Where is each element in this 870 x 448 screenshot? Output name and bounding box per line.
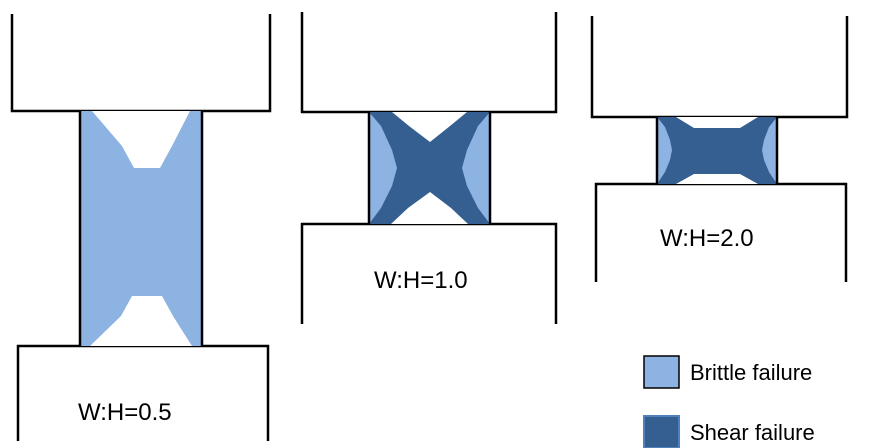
brittle-swatch bbox=[643, 355, 680, 389]
legend: Brittle failure Shear failure bbox=[643, 355, 815, 448]
upper-platen bbox=[10, 14, 272, 113]
upper-platen bbox=[590, 16, 849, 119]
lower-cone bbox=[391, 192, 468, 224]
upper-cone bbox=[676, 117, 758, 128]
lower-cone bbox=[90, 296, 192, 346]
legend-label-brittle: Brittle failure bbox=[690, 360, 812, 385]
legend-label-shear: Shear failure bbox=[690, 420, 815, 445]
legend-item-brittle: Brittle failure bbox=[643, 355, 812, 389]
specimen-wh-0-5: W:H=0.5 bbox=[10, 14, 272, 441]
lower-cone bbox=[676, 174, 758, 184]
shear-zone bbox=[369, 112, 490, 224]
specimen-label: W:H=0.5 bbox=[78, 399, 172, 426]
lower-platen bbox=[16, 344, 270, 441]
specimen-label: W:H=1.0 bbox=[374, 267, 468, 294]
shear-zone bbox=[657, 117, 777, 184]
legend-item-shear: Shear failure bbox=[643, 415, 815, 448]
upper-platen bbox=[300, 12, 558, 114]
specimen-wh-1-0: W:H=1.0 bbox=[300, 12, 558, 324]
upper-cone bbox=[392, 112, 467, 142]
shear-swatch bbox=[643, 415, 680, 448]
specimen-wh-2-0: W:H=2.0 bbox=[590, 16, 849, 282]
specimen-label: W:H=2.0 bbox=[660, 225, 754, 252]
upper-cone bbox=[92, 111, 190, 168]
